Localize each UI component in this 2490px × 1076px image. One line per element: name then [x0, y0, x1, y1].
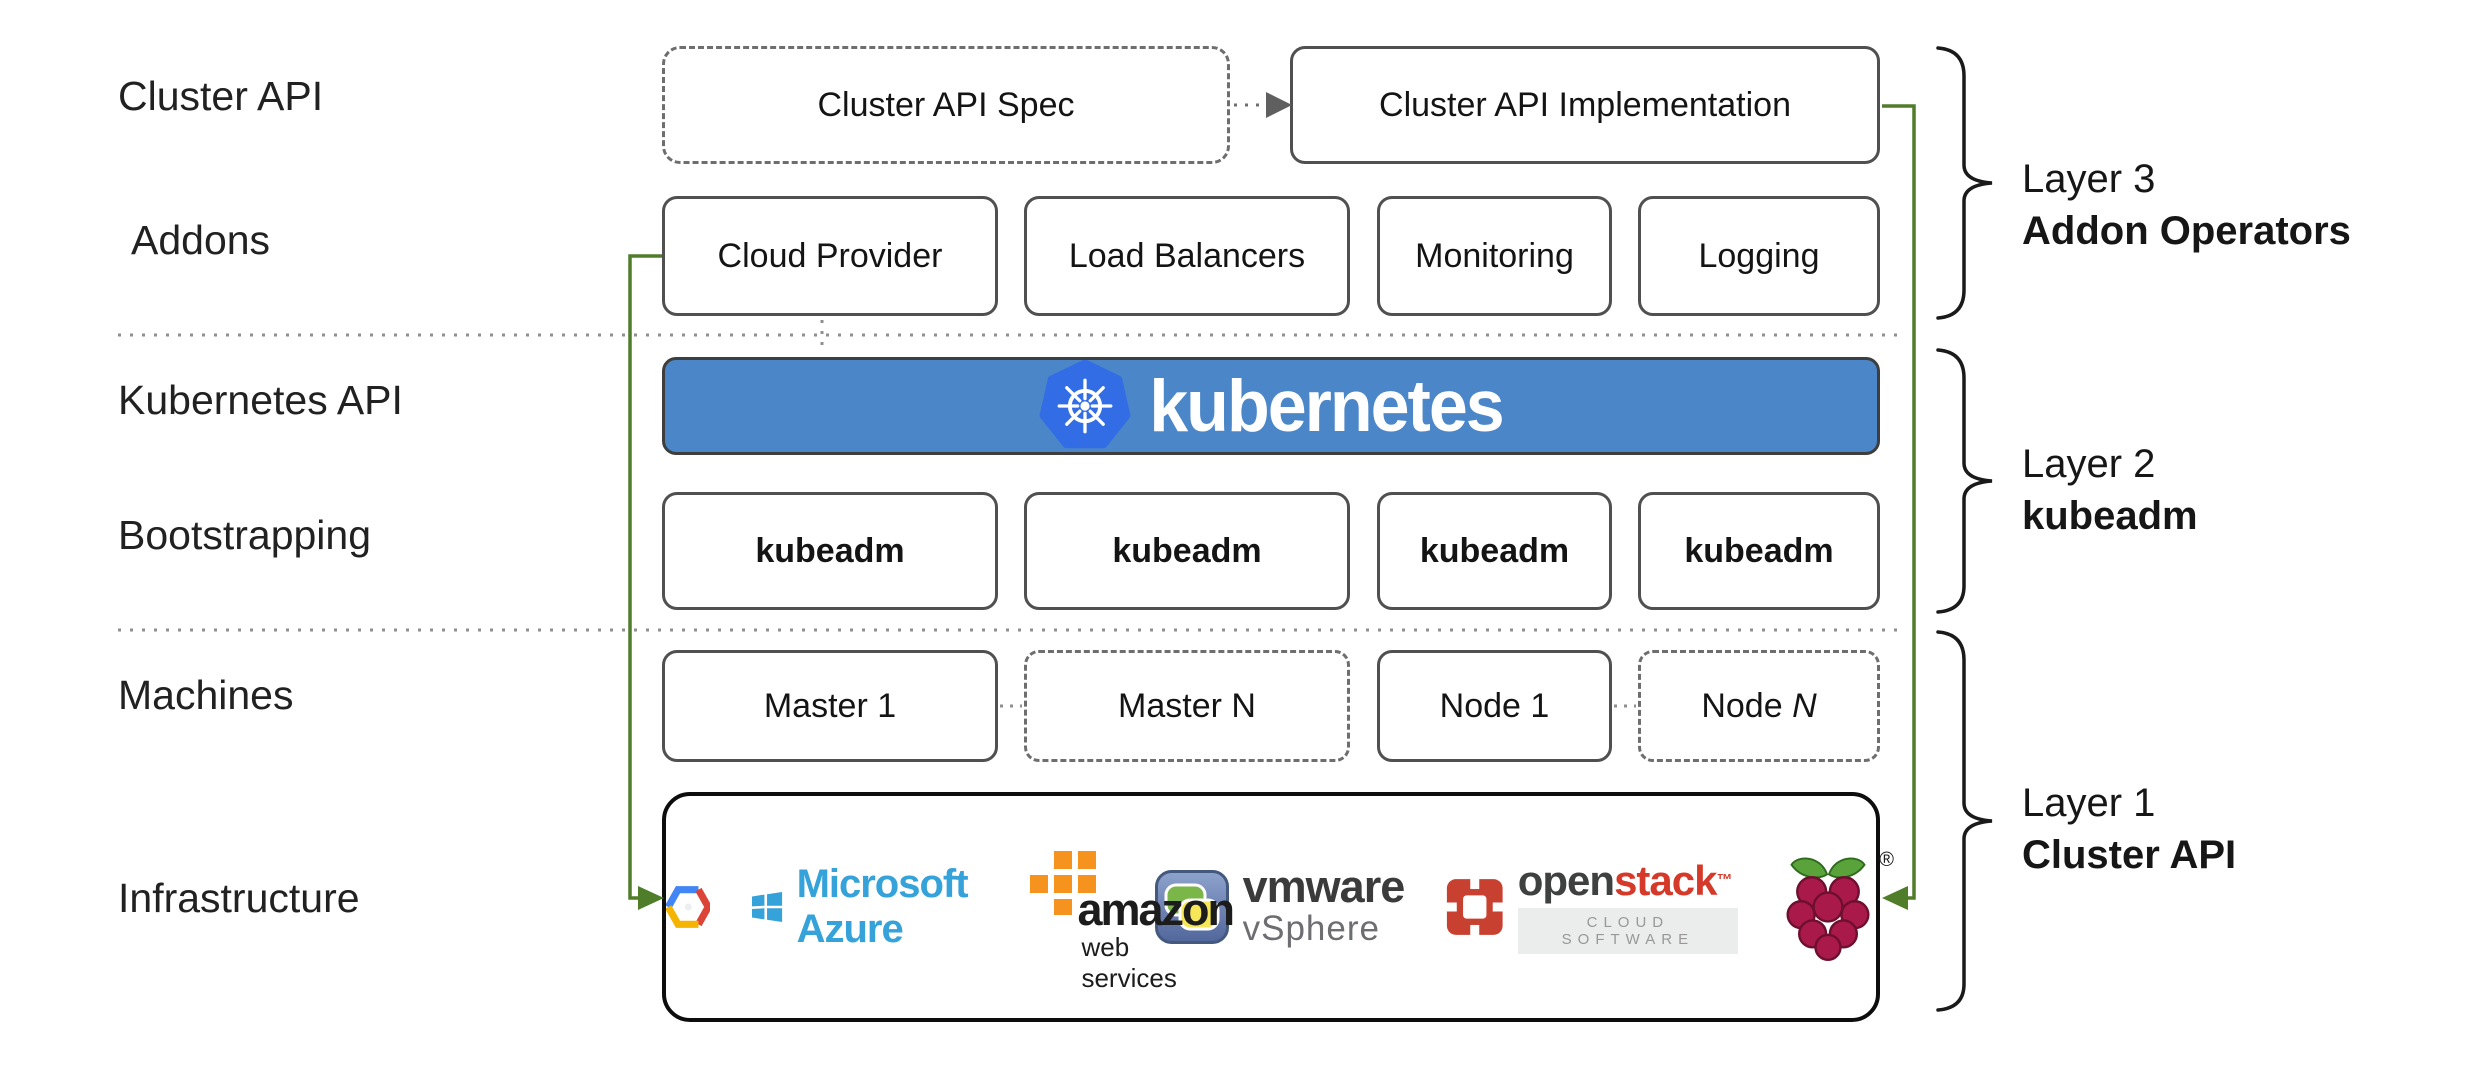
layer-2-title: Layer 2 — [2022, 442, 2156, 486]
web-services-label: web services — [1081, 932, 1177, 993]
vmware-vsphere-logo: vmware vSphere — [1154, 864, 1406, 949]
kubernetes-logo-icon — [1039, 360, 1131, 449]
kubeadm-label: kubeadm — [1112, 531, 1262, 570]
kubeadm-box-4: kubeadm — [1638, 492, 1880, 610]
aws-cubes-icon — [1028, 849, 1099, 917]
cluster-api-spec-box: Cluster API Spec — [662, 46, 1230, 164]
row-label-kubernetes-api: Kubernetes API — [118, 377, 403, 423]
machine-label-master-1: Master 1 — [763, 686, 897, 725]
row-label-infrastructure: Infrastructure — [118, 875, 360, 921]
machine-box-node-n: Node N — [1638, 650, 1880, 762]
vsphere-label: vSphere — [1242, 909, 1380, 948]
addon-box-monitoring: Monitoring — [1377, 196, 1612, 316]
layer-1-bracket — [1936, 630, 1993, 1012]
kubernetes-wordmark: kubernetes — [1149, 365, 1504, 447]
spec-to-implementation-arrowhead — [1266, 92, 1292, 118]
addon-box-cloud-provider: Cloud Provider — [662, 196, 998, 316]
openstack-cube-icon — [1446, 878, 1504, 936]
kubeadm-label: kubeadm — [1684, 531, 1834, 570]
machine-box-master-n: Master N — [1024, 650, 1350, 762]
registered-trademark: ® — [1879, 849, 1894, 871]
cluster-api-implementation-box: Cluster API Implementation — [1290, 46, 1880, 164]
kubeadm-box-3: kubeadm — [1377, 492, 1612, 610]
kubeadm-box-1: kubeadm — [662, 492, 998, 610]
layer-1-title: Layer 1 — [2022, 781, 2156, 825]
layer-3-title: Layer 3 — [2022, 157, 2156, 201]
implementation-to-infrastructure-arrowhead — [1882, 886, 1908, 910]
openstack-stack-label: stack — [1614, 857, 1717, 904]
openstack-tm: ™ — [1716, 872, 1733, 889]
cloud-provider-to-infrastructure-arrow-line — [628, 254, 662, 900]
layer-3-label: Layer 3 Addon Operators — [2022, 153, 2351, 257]
addon-box-load-balancers: Load Balancers — [1024, 196, 1350, 316]
amazon-web-services-logo: amazon web services — [1025, 848, 1235, 993]
raspberry-pi-icon — [1786, 857, 1870, 961]
addon-label-monitoring: Monitoring — [1415, 236, 1574, 275]
openstack-open-label: open — [1517, 857, 1615, 904]
machine-label-master-n: Master N — [1118, 686, 1256, 725]
machine-label-node-n: Node N — [1701, 686, 1817, 725]
row-label-cluster-api: Cluster API — [118, 73, 324, 119]
machine-label-node-1: Node 1 — [1439, 686, 1550, 725]
cluster-api-spec-label: Cluster API Spec — [817, 85, 1075, 124]
addon-box-logging: Logging — [1638, 196, 1880, 316]
layer-1-subtitle: Cluster API — [2022, 833, 2237, 877]
machine-box-node-1: Node 1 — [1377, 650, 1612, 762]
row-label-bootstrapping: Bootstrapping — [118, 512, 372, 558]
kubeadm-label: kubeadm — [755, 531, 905, 570]
addon-label-load-balancers: Load Balancers — [1068, 236, 1306, 275]
layer-2-subtitle: kubeadm — [2022, 494, 2198, 538]
cluster-api-implementation-label: Cluster API Implementation — [1379, 85, 1791, 124]
vmware-text: vmware vSphere — [1242, 864, 1406, 949]
layer-2-bracket — [1936, 348, 1993, 614]
raspberry-pi-logo: ® — [1780, 849, 1894, 963]
azure-label: Microsoft Azure — [796, 862, 969, 951]
amazon-label: amazon — [1077, 884, 1235, 935]
row-label-machines: Machines — [118, 672, 294, 718]
machine-box-master-1: Master 1 — [662, 650, 998, 762]
kubernetes-banner: kubernetes — [662, 357, 1880, 455]
layer-2-label: Layer 2 kubeadm — [2022, 438, 2198, 542]
infrastructure-box: Microsoft Azure amazon web services — [662, 792, 1894, 1022]
vmware-ware-label: ware — [1305, 861, 1406, 912]
kubeadm-label: kubeadm — [1419, 531, 1570, 570]
kubeadm-box-2: kubeadm — [1024, 492, 1350, 610]
addon-label-logging: Logging — [1698, 236, 1820, 275]
implementation-to-infrastructure-arrow-line — [1882, 104, 1916, 900]
microsoft-azure-logo: Microsoft Azure — [752, 862, 983, 952]
microsoft-flag-icon — [752, 891, 783, 923]
vsphere-badge-icon — [1154, 870, 1229, 944]
vmware-vm-label: vm — [1242, 861, 1307, 912]
cloud-provider-to-infrastructure-arrowhead — [638, 886, 664, 910]
layer-3-bracket — [1936, 46, 1993, 320]
openstack-logo: openstack™ CLOUD SOFTWARE — [1446, 860, 1738, 954]
layer-1-label: Layer 1 Cluster API — [2022, 777, 2236, 881]
addon-label-cloud-provider: Cloud Provider — [717, 236, 943, 275]
cloud-software-label: CLOUD SOFTWARE — [1517, 908, 1738, 954]
openstack-text: openstack™ CLOUD SOFTWARE — [1517, 857, 1738, 954]
layer-3-subtitle: Addon Operators — [2022, 209, 2351, 253]
row-label-addons: Addons — [131, 217, 271, 263]
google-cloud-platform-icon — [666, 886, 711, 928]
